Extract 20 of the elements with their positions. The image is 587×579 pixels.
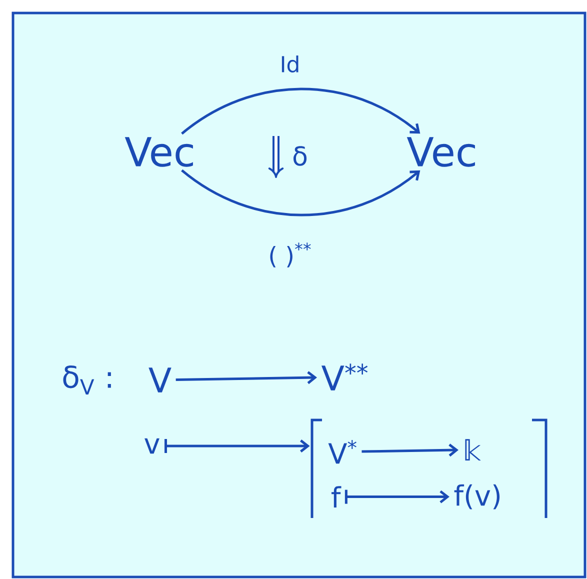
math-symbol: V [148, 368, 172, 392]
math-symbol: V$^{*}$ [328, 440, 356, 464]
math-symbol: Vec [406, 137, 475, 167]
arrow [181, 169, 420, 216]
edge-label: Id [282, 55, 298, 73]
math-symbol: v [144, 438, 160, 454]
math-symbol: 𝕜 [465, 439, 481, 460]
math-symbol: f(v) [454, 484, 500, 510]
edge-label: ( )$^{**}$ [270, 242, 311, 268]
math-label: δ [293, 146, 307, 166]
arrow [164, 439, 310, 453]
arrow [181, 88, 420, 135]
arrow [176, 371, 318, 384]
math-symbol: Vec [124, 137, 193, 167]
bracket-box [310, 418, 548, 520]
math-symbol: V$^{**}$ [322, 364, 368, 390]
arrow [344, 490, 450, 504]
arrow [362, 444, 458, 457]
math-symbol: f [332, 486, 342, 508]
math-label: δ$_{V}$ : [63, 366, 111, 394]
